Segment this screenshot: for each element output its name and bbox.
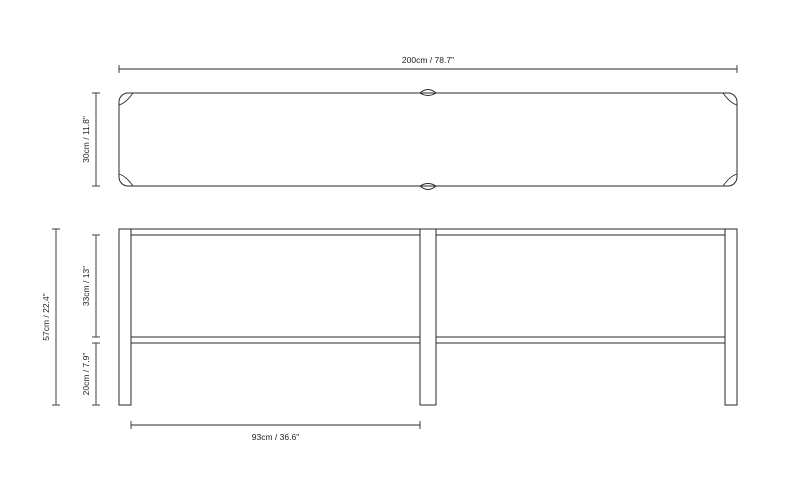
upper-gap-dimension: 33cm / 13": [81, 234, 100, 338]
overall-width-dimension: 200cm / 78.7": [118, 55, 738, 73]
lower-gap-dimension: 20cm / 7.9": [81, 342, 100, 406]
bay-width-dimension: 93cm / 36.6": [130, 421, 421, 442]
corner-details: [118, 92, 738, 187]
upper-gap-label: 33cm / 13": [81, 266, 91, 306]
middle-leg: [419, 228, 437, 406]
bench-top-outline: [118, 92, 738, 187]
left-leg: [118, 228, 132, 406]
lower-gap-label: 20cm / 7.9": [81, 353, 91, 396]
top-rail-left: [130, 228, 421, 236]
right-leg: [724, 228, 738, 406]
total-height-label: 57cm / 22.4": [41, 293, 51, 340]
bay-width-label: 93cm / 36.6": [252, 432, 299, 442]
top-depth-dimension: 30cm / 11.8": [81, 92, 100, 187]
shelf-rail-right: [435, 336, 726, 344]
top-view: 200cm / 78.7" 30cm / 11.8": [81, 55, 738, 190]
top-rail-right: [435, 228, 726, 236]
overall-width-label: 200cm / 78.7": [402, 55, 454, 65]
shelf-rail-left: [130, 336, 421, 344]
total-height-dimension: 57cm / 22.4": [41, 228, 60, 406]
front-elevation: 57cm / 22.4" 33cm / 13" 20cm / 7.9": [41, 228, 738, 442]
top-depth-label: 30cm / 11.8": [81, 116, 91, 163]
center-joint-details: [419, 89, 437, 190]
